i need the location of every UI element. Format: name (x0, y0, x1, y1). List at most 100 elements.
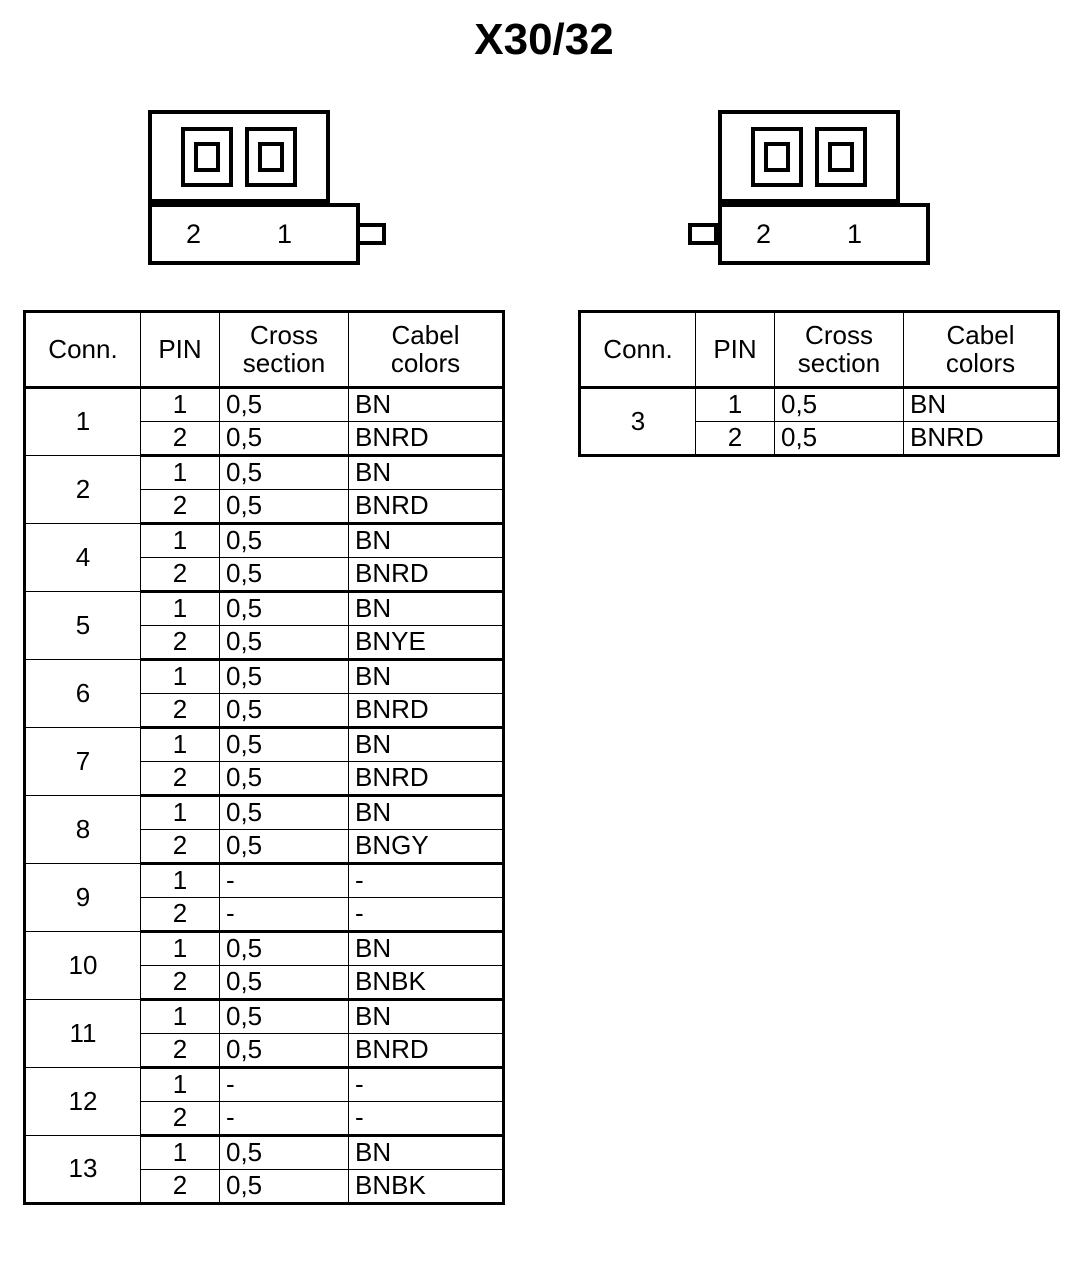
cell-pin-number: 1 (140, 930, 220, 966)
cell-pin-number: 2 (140, 489, 220, 525)
right-connector-diagram: 2 1 (688, 110, 950, 270)
cell-cabel-color: BNRD (348, 1033, 504, 1069)
cell-connector-number: 12 (24, 1067, 141, 1136)
header-cabel-colors-line1: Cabel (391, 320, 460, 351)
right-connector-body (718, 110, 900, 203)
cell-cabel-color: BN (348, 930, 504, 966)
cell-pin-number: 1 (140, 386, 220, 422)
header-cabel-colors: Cabel colors (348, 311, 504, 389)
table-row: 2-- (25, 897, 504, 933)
cell-cross-section: 0,5 (219, 454, 349, 490)
cell-connector-number: 11 (24, 999, 141, 1068)
header-cross-section: Cross section (219, 311, 349, 389)
cell-cabel-color: BN (348, 522, 504, 558)
pin-socket-icon (751, 126, 803, 187)
cell-pin-number: 1 (140, 998, 220, 1034)
cell-cross-section: - (219, 1101, 349, 1137)
header-cross-section-line1: Cross (805, 320, 873, 351)
pin-contact-icon (194, 141, 220, 172)
table-header-row: Conn. PIN Cross section Cabel colors (579, 311, 1059, 389)
cell-cross-section: 0,5 (219, 1033, 349, 1069)
cell-cabel-color: BN (903, 386, 1059, 422)
cell-pin-number: 2 (140, 421, 220, 457)
cell-cross-section: 0,5 (219, 522, 349, 558)
cell-pin-number: 2 (140, 965, 220, 1001)
cell-cross-section: 0,5 (219, 590, 349, 626)
cell-cross-section: 0,5 (219, 421, 349, 457)
left-connector-latch-tab-icon (356, 223, 386, 245)
header-cross-section-line2: section (242, 347, 326, 378)
cell-cross-section: 0,5 (219, 1134, 349, 1170)
cell-pin-number: 1 (695, 386, 775, 422)
cell-cross-section: 0,5 (219, 930, 349, 966)
cell-cross-section: 0,5 (219, 658, 349, 694)
page-title: X30/32 (474, 15, 614, 64)
cell-cross-section: 0,5 (219, 998, 349, 1034)
cell-cabel-color: BN (348, 726, 504, 762)
cell-connector-number: 6 (24, 659, 141, 728)
pin-socket-icon (181, 126, 233, 187)
pin-socket-icon (245, 126, 297, 187)
cell-pin-number: 1 (140, 862, 220, 898)
cell-pin-number: 2 (140, 1169, 220, 1205)
table-row: 2-- (25, 1101, 504, 1137)
left-connector-body (148, 110, 330, 203)
cell-cross-section: 0,5 (219, 761, 349, 797)
header-pin: PIN (140, 311, 220, 389)
cell-cross-section: 0,5 (219, 693, 349, 729)
cell-cabel-color: BNRD (348, 557, 504, 593)
cell-cross-section: 0,5 (219, 625, 349, 661)
right-connector-latch-tab-icon (688, 223, 718, 245)
cell-cabel-color: - (348, 1101, 504, 1137)
cell-pin-number: 2 (140, 829, 220, 865)
cell-cross-section: 0,5 (219, 1169, 349, 1205)
cell-cross-section: 0,5 (219, 726, 349, 762)
table-header-row: Conn. PIN Cross section Cabel colors (24, 311, 504, 389)
cell-cabel-color: BNRD (348, 421, 504, 457)
header-conn: Conn. (24, 311, 141, 389)
cell-cross-section: 0,5 (219, 965, 349, 1001)
cell-pin-number: 2 (140, 897, 220, 933)
cell-connector-number: 9 (24, 863, 141, 932)
cell-cabel-color: BNRD (348, 489, 504, 525)
left-connector-diagram: 2 1 (148, 110, 410, 270)
cell-pin-number: 1 (140, 726, 220, 762)
cell-cabel-color: BNGY (348, 829, 504, 865)
cell-connector-number: 3 (579, 387, 696, 456)
cell-connector-number: 5 (24, 591, 141, 660)
cell-connector-number: 10 (24, 931, 141, 1000)
header-cross-section-line2: section (797, 347, 881, 378)
cell-pin-number: 1 (140, 658, 220, 694)
cell-pin-number: 1 (140, 794, 220, 830)
cell-connector-number: 8 (24, 795, 141, 864)
pin-contact-icon (764, 141, 790, 172)
cell-pin-number: 1 (140, 1134, 220, 1170)
cell-cabel-color: BNRD (903, 421, 1059, 457)
cell-cross-section: - (219, 862, 349, 898)
cell-cabel-color: BN (348, 794, 504, 830)
header-conn: Conn. (579, 311, 696, 389)
cell-pin-number: 1 (140, 454, 220, 490)
left-connector-base (148, 203, 360, 265)
cell-cabel-color: BN (348, 658, 504, 694)
cell-cross-section: 0,5 (219, 386, 349, 422)
cell-pin-number: 1 (140, 1066, 220, 1102)
cell-pin-number: 2 (695, 421, 775, 457)
cell-cross-section: 0,5 (774, 421, 904, 457)
